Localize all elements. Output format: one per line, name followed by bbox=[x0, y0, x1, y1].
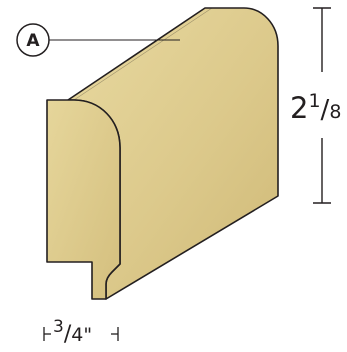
molding-top-edge bbox=[73, 7, 213, 101]
height-numerator: 1 bbox=[308, 90, 320, 112]
callout-letter: A bbox=[26, 31, 40, 51]
thickness-denominator: 4 bbox=[71, 324, 83, 346]
thickness-numerator: 3 bbox=[53, 317, 64, 337]
thickness-unit: " bbox=[83, 324, 92, 346]
height-denominator: 8 bbox=[329, 101, 341, 123]
height-slash: / bbox=[321, 95, 330, 125]
height-dimension-label: 21/8 bbox=[290, 90, 341, 125]
molding-profile-face bbox=[46, 99, 121, 300]
height-whole: 2 bbox=[290, 91, 308, 125]
thickness-slash: / bbox=[64, 322, 72, 347]
thickness-dimension-label: 3/4" bbox=[53, 317, 92, 347]
